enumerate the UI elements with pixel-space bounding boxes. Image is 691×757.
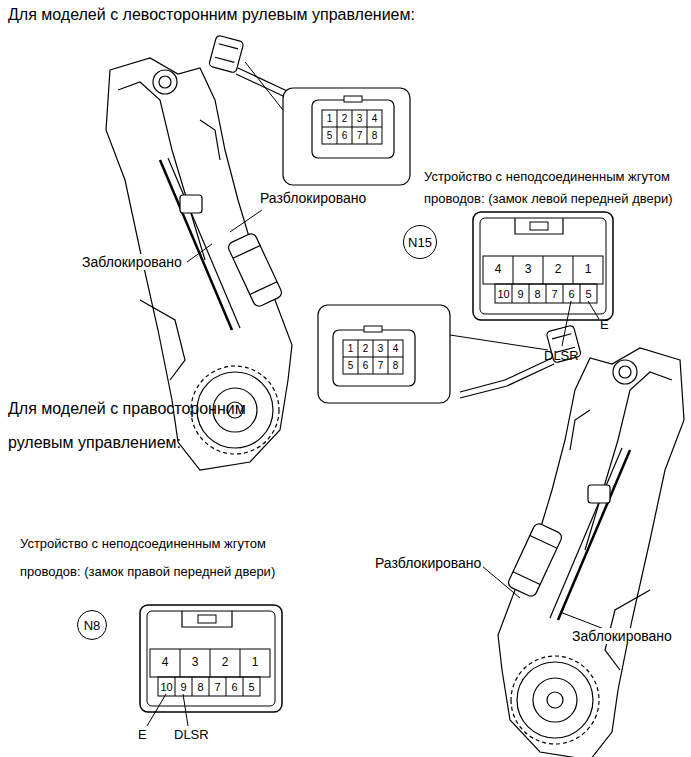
- signal-name: E: [138, 728, 147, 743]
- connector-tab: [198, 615, 216, 623]
- leader-line: [183, 694, 188, 726]
- pin-grid: [343, 340, 403, 374]
- inset-frame: [318, 305, 450, 403]
- state-label: Заблокировано: [570, 628, 674, 644]
- pin-grid: [322, 110, 382, 144]
- door-lock-illustration: [460, 325, 684, 757]
- pin-number: 5: [585, 287, 591, 300]
- connector-code-circle: N8: [77, 610, 107, 640]
- leader-line: [562, 301, 571, 346]
- connector-tab: [344, 96, 362, 102]
- pin-number: 5: [348, 360, 354, 372]
- pin-number: 4: [372, 113, 378, 125]
- leader-line: [450, 335, 548, 350]
- pin-number: 8: [393, 360, 399, 372]
- pin-number: 2: [342, 113, 348, 125]
- note: Устройство с неподсоединенным жгутом про…: [20, 530, 320, 586]
- connector-tab: [515, 218, 563, 234]
- pin-number: 1: [348, 343, 354, 355]
- pin-number: 2: [222, 656, 229, 670]
- pin-number: 8: [197, 680, 203, 693]
- signal-name: DLSR: [544, 349, 579, 364]
- pin-number: 10: [160, 680, 172, 693]
- pin-number: 7: [357, 130, 363, 142]
- pin-number: 9: [180, 680, 186, 693]
- state-label: Заблокировано: [80, 254, 184, 270]
- signal-name: E: [600, 318, 609, 333]
- pin-number: 2: [555, 263, 562, 277]
- inset-frame: [283, 88, 410, 185]
- pin-number: 1: [327, 113, 333, 125]
- pin-number: 8: [534, 287, 540, 300]
- pin-number: 3: [378, 343, 384, 355]
- leader-line: [482, 566, 520, 598]
- leader-line: [588, 301, 599, 319]
- pin-number: 4: [162, 656, 169, 670]
- pin-number: 6: [342, 130, 348, 142]
- pin-grid: [483, 256, 603, 303]
- leader-line: [230, 210, 262, 232]
- pin-number: 5: [327, 130, 333, 142]
- connector-housing: [333, 330, 415, 386]
- state-label: Разблокировано: [373, 555, 483, 571]
- pin-number: 4: [495, 263, 502, 277]
- connector-housing: [140, 605, 282, 712]
- connector-tab: [364, 326, 382, 332]
- connector-housing: [473, 212, 613, 320]
- connector-tab: [530, 222, 548, 230]
- connector-code: N15: [408, 235, 432, 250]
- pin-number: 6: [568, 287, 574, 300]
- section-heading: Для моделей с правосторонним рулевым упр…: [8, 392, 278, 460]
- pin-number: 1: [585, 263, 592, 277]
- pin-number: 3: [192, 656, 199, 670]
- leader-line: [147, 694, 166, 726]
- connector-housing: [312, 100, 394, 158]
- pin-number: 7: [214, 680, 220, 693]
- leader-line: [245, 62, 283, 110]
- pin-number: 2: [363, 343, 369, 355]
- pin-number: 4: [393, 343, 399, 355]
- pin-number: 6: [231, 680, 237, 693]
- pin-number: 3: [525, 263, 532, 277]
- connector-tab: [182, 611, 232, 627]
- leader-line: [187, 244, 212, 262]
- pin-grid: [150, 649, 270, 696]
- pin-number: 8: [372, 130, 378, 142]
- pin-number: 9: [517, 287, 523, 300]
- connector-code: N8: [84, 618, 101, 633]
- signal-name: DLSR: [174, 728, 209, 743]
- pin-number: 6: [363, 360, 369, 372]
- state-label: Разблокировано: [258, 190, 368, 206]
- connector-housing: [480, 218, 606, 314]
- pin-number: 5: [248, 680, 254, 693]
- section-heading: Для моделей с левосторонним рулевым упра…: [8, 6, 415, 24]
- pin-number: 7: [378, 360, 384, 372]
- note: Устройство с неподсоединенным жгутом про…: [424, 166, 686, 210]
- pin-number: 10: [497, 287, 509, 300]
- pin-number: 1: [252, 656, 259, 670]
- pin-number: 3: [357, 113, 363, 125]
- pin-number: 7: [551, 287, 557, 300]
- connector-code-circle: N15: [403, 225, 437, 259]
- connector-housing: [147, 611, 275, 706]
